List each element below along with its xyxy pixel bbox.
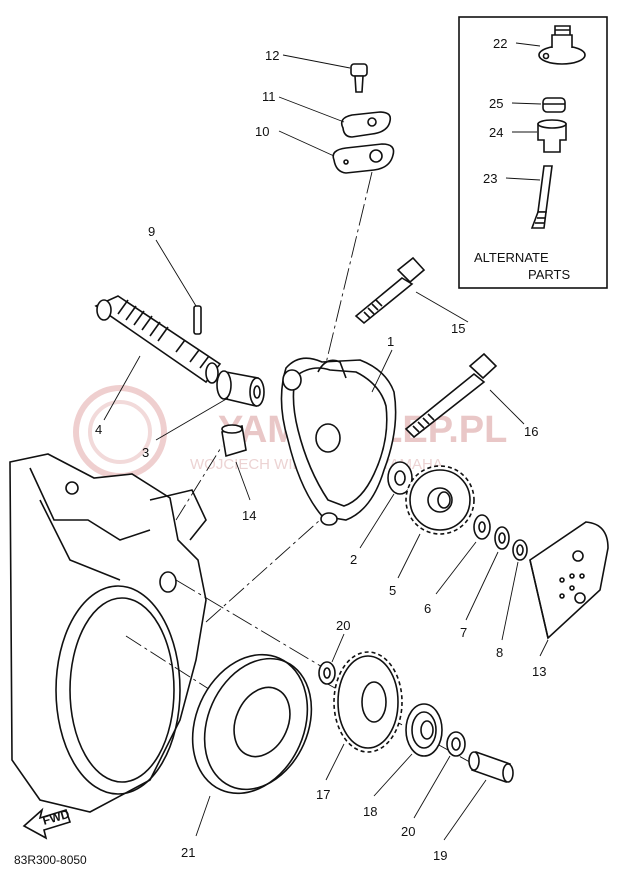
label-13: 13 bbox=[532, 664, 546, 679]
part-13-plate bbox=[529, 521, 609, 640]
fwd-arrow: FWD bbox=[22, 807, 71, 840]
part-18-bearing bbox=[405, 703, 443, 757]
part-14-sleeve bbox=[221, 424, 247, 458]
part-21-oil-seal bbox=[191, 653, 313, 795]
part-8-clip bbox=[512, 539, 528, 561]
diagram-code: 83R300-8050 bbox=[14, 853, 87, 867]
part-9-pin bbox=[193, 305, 202, 335]
part-3-bushing bbox=[216, 370, 265, 407]
part-2-washer bbox=[387, 461, 413, 495]
label-22: 22 bbox=[493, 36, 507, 51]
part-24-bushing bbox=[537, 119, 567, 153]
label-17: 17 bbox=[316, 787, 330, 802]
part-6-washer bbox=[473, 514, 491, 540]
label-25: 25 bbox=[489, 96, 503, 111]
part-12-screw bbox=[350, 63, 368, 93]
label-16: 16 bbox=[524, 424, 538, 439]
label-10: 10 bbox=[255, 124, 269, 139]
label-5: 5 bbox=[389, 583, 396, 598]
label-21: 21 bbox=[181, 845, 195, 860]
label-9: 9 bbox=[148, 224, 155, 239]
part-22-fitting bbox=[538, 25, 586, 65]
label-20-lower: 20 bbox=[401, 824, 415, 839]
part-17-gear bbox=[333, 651, 403, 753]
label-8: 8 bbox=[496, 645, 503, 660]
label-23: 23 bbox=[483, 171, 497, 186]
part-1-housing bbox=[280, 357, 397, 526]
label-7: 7 bbox=[460, 625, 467, 640]
label-12: 12 bbox=[265, 48, 279, 63]
label-2: 2 bbox=[350, 552, 357, 567]
label-24: 24 bbox=[489, 125, 503, 140]
label-11: 11 bbox=[262, 89, 276, 104]
part-4-worm-shaft bbox=[94, 295, 222, 384]
crankcase bbox=[9, 453, 207, 813]
label-19: 19 bbox=[433, 848, 447, 863]
alternate-subtitle: PARTS bbox=[528, 267, 570, 282]
part-5-gear bbox=[405, 465, 475, 535]
label-3: 3 bbox=[142, 445, 149, 460]
part-25-nut bbox=[542, 97, 566, 113]
label-20-upper: 20 bbox=[336, 618, 350, 633]
label-1: 1 bbox=[387, 334, 394, 349]
label-4: 4 bbox=[95, 422, 102, 437]
label-18: 18 bbox=[363, 804, 377, 819]
part-19-shaft bbox=[468, 750, 514, 784]
part-23-shaft bbox=[530, 165, 553, 229]
label-14: 14 bbox=[242, 508, 256, 523]
part-20-washer-lower bbox=[446, 731, 466, 757]
part-11-plate bbox=[340, 111, 392, 138]
alternate-title: ALTERNATE bbox=[474, 250, 549, 265]
part-20-washer-upper bbox=[318, 661, 336, 685]
label-6: 6 bbox=[424, 601, 431, 616]
part-10-gasket bbox=[332, 143, 395, 174]
part-16-bolt bbox=[404, 352, 498, 439]
part-15-bolt bbox=[354, 256, 426, 325]
part-7-washer bbox=[494, 526, 510, 550]
alternate-parts-box: 22 25 24 23 ALTERNATE PARTS bbox=[458, 16, 608, 289]
label-15: 15 bbox=[451, 321, 465, 336]
